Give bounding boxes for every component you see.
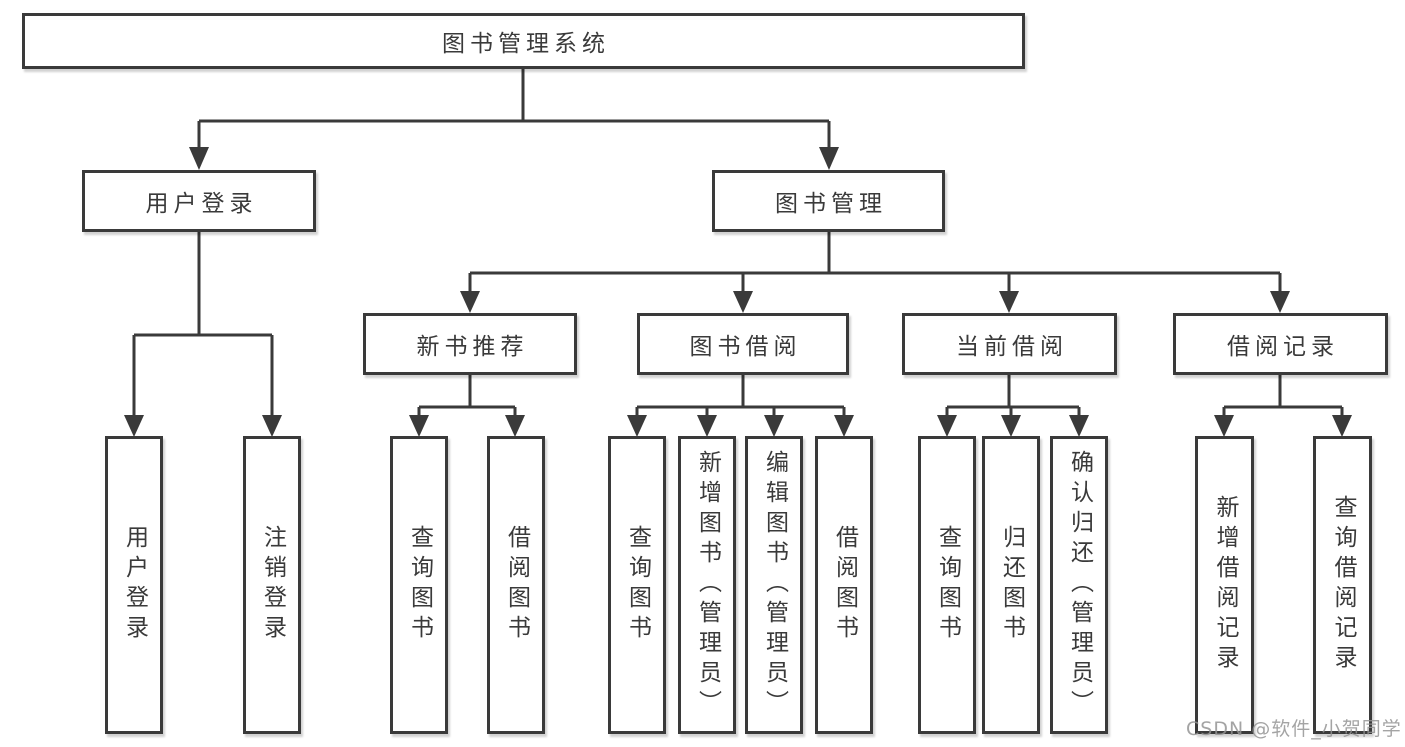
leaf-logout-login: 注销登录 bbox=[243, 436, 301, 734]
leaf-current-return-books: 归还图书 bbox=[982, 436, 1040, 734]
node-new-book-recommend: 新书推荐 bbox=[363, 313, 577, 375]
node-borrowing-records: 借阅记录 bbox=[1173, 313, 1388, 375]
arrowheads bbox=[124, 147, 1352, 437]
leaf-borrowing-add-books-admin: 新增图书（管理员） bbox=[678, 436, 736, 734]
watermark: CSDN @软件_小贺同学 bbox=[1186, 718, 1402, 740]
node-user-login: 用户登录 bbox=[82, 170, 316, 232]
leaf-borrowing-edit-books-admin: 编辑图书（管理员） bbox=[745, 436, 803, 734]
leaf-current-query-books: 查询图书 bbox=[918, 436, 976, 734]
leaf-recommend-query-books: 查询图书 bbox=[390, 436, 448, 734]
leaf-records-query-borrow-record: 查询借阅记录 bbox=[1313, 436, 1372, 734]
node-library-management-system: 图书管理系统 bbox=[22, 13, 1025, 69]
leaf-records-add-borrow-record: 新增借阅记录 bbox=[1195, 436, 1254, 734]
leaf-current-confirm-return-admin: 确认归还（管理员） bbox=[1050, 436, 1108, 734]
node-book-borrowing: 图书借阅 bbox=[637, 313, 849, 375]
leaf-user-login: 用户登录 bbox=[105, 436, 163, 734]
node-book-management: 图书管理 bbox=[712, 170, 945, 232]
leaf-recommend-borrow-books: 借阅图书 bbox=[487, 436, 545, 734]
node-current-borrowing: 当前借阅 bbox=[902, 313, 1117, 375]
leaf-borrowing-borrow-books: 借阅图书 bbox=[815, 436, 873, 734]
leaf-borrowing-query-books: 查询图书 bbox=[608, 436, 666, 734]
